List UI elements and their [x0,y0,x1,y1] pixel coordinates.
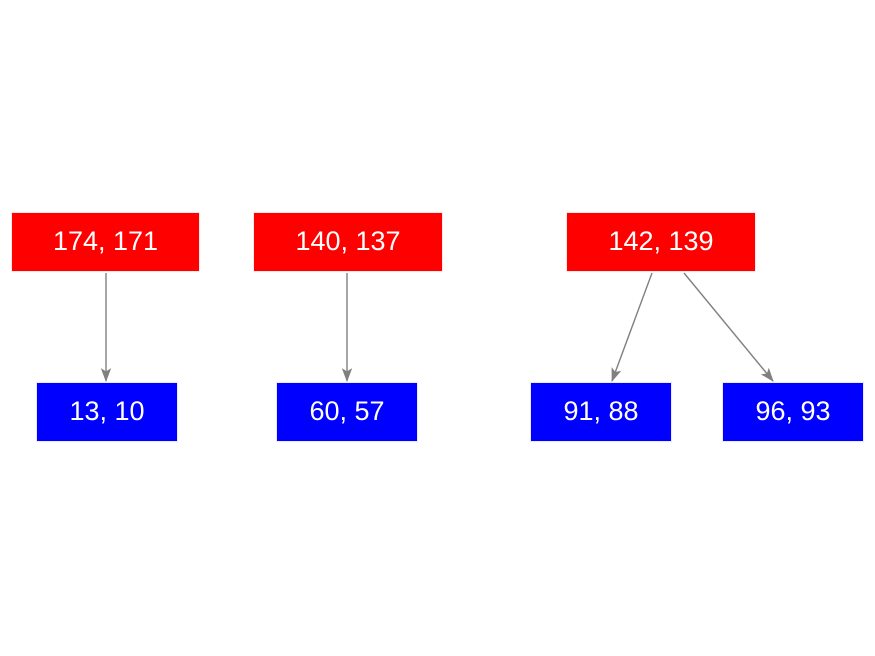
graph-node-child[interactable]: 13, 10 [36,382,178,442]
node-label: 96, 93 [755,395,831,426]
graph-node-parent[interactable]: 142, 139 [566,212,756,272]
graph-node-parent[interactable]: 140, 137 [253,212,443,272]
node-label: 142, 139 [608,225,714,256]
node-label: 13, 10 [69,395,145,426]
node-label: 60, 57 [309,395,385,426]
node-label: 140, 137 [295,225,401,256]
edge-arrow [611,272,653,383]
edges-group [100,272,774,383]
graph-node-child[interactable]: 91, 88 [530,382,672,442]
graph-node-child[interactable]: 96, 93 [722,382,864,442]
graph-node-child[interactable]: 60, 57 [276,382,418,442]
edge-arrow [683,272,774,382]
node-label: 174, 171 [52,225,159,256]
node-label: 91, 88 [563,395,639,426]
graph-node-parent[interactable]: 174, 171 [11,212,200,272]
